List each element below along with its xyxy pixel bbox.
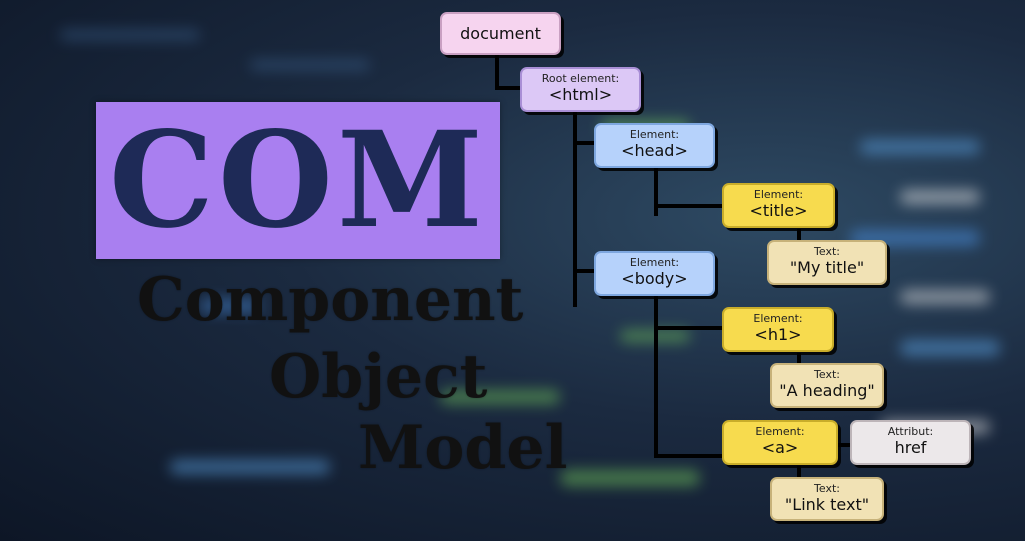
- connector: [495, 54, 499, 90]
- node-h1: Element: <h1>: [722, 307, 834, 352]
- connector: [654, 296, 658, 458]
- node-label: Element:: [755, 425, 805, 438]
- node-label: Text:: [814, 368, 840, 381]
- node-document: document: [440, 12, 561, 55]
- bg-blur: [170, 460, 330, 474]
- bg-blur: [250, 60, 370, 70]
- node-label: Element:: [629, 128, 680, 141]
- bg-blur: [200, 300, 260, 312]
- node-label: Root element:: [541, 72, 620, 85]
- bg-blur: [860, 140, 980, 154]
- node-value: <head>: [621, 141, 688, 160]
- connector: [495, 86, 521, 90]
- node-value: href: [894, 438, 927, 457]
- title-line-model: Model: [358, 413, 568, 483]
- com-logo: COM: [96, 102, 500, 259]
- connector: [797, 466, 801, 478]
- bg-blur: [900, 340, 1000, 356]
- title-line-object: Object: [269, 342, 488, 412]
- bg-blur: [440, 390, 560, 404]
- node-value: "My title": [789, 258, 865, 277]
- connector: [654, 326, 722, 330]
- bg-blur: [60, 30, 200, 40]
- node-a-text: Text: "Link text": [770, 477, 884, 521]
- connector: [797, 353, 801, 363]
- bg-blur: [900, 290, 990, 304]
- node-value: "A heading": [779, 381, 875, 400]
- node-value: <html>: [548, 85, 613, 104]
- node-a: Element: <a>: [722, 420, 838, 465]
- node-label: Text:: [814, 245, 840, 258]
- node-html: Root element: <html>: [520, 67, 641, 112]
- node-label: Element:: [753, 188, 804, 201]
- connector: [654, 168, 658, 216]
- node-value: "Link text": [784, 495, 870, 514]
- node-head: Element: <head>: [594, 123, 715, 168]
- title-line-component: Component: [137, 265, 524, 335]
- node-label: Element:: [753, 312, 803, 325]
- node-label: Text:: [814, 482, 840, 495]
- node-body: Element: <body>: [594, 251, 715, 296]
- node-label: Element:: [629, 256, 680, 269]
- connector: [573, 269, 594, 273]
- bg-blur: [560, 470, 700, 486]
- node-value: document: [460, 24, 541, 43]
- node-value: <title>: [749, 201, 808, 220]
- node-value: <a>: [761, 438, 799, 457]
- node-value: <h1>: [754, 325, 802, 344]
- node-a-attribute: Attribut: href: [850, 420, 971, 465]
- connector: [654, 454, 722, 458]
- node-h1-text: Text: "A heading": [770, 363, 884, 408]
- connector: [573, 110, 577, 307]
- com-acronym: COM: [108, 102, 488, 258]
- node-value: <body>: [621, 269, 688, 288]
- connector: [838, 443, 852, 447]
- node-label: Attribut:: [887, 425, 934, 438]
- connector: [573, 141, 594, 145]
- connector: [797, 229, 801, 241]
- node-title-text: Text: "My title": [767, 240, 887, 285]
- node-title: Element: <title>: [722, 183, 835, 228]
- bg-blur: [900, 190, 980, 204]
- connector: [654, 204, 722, 208]
